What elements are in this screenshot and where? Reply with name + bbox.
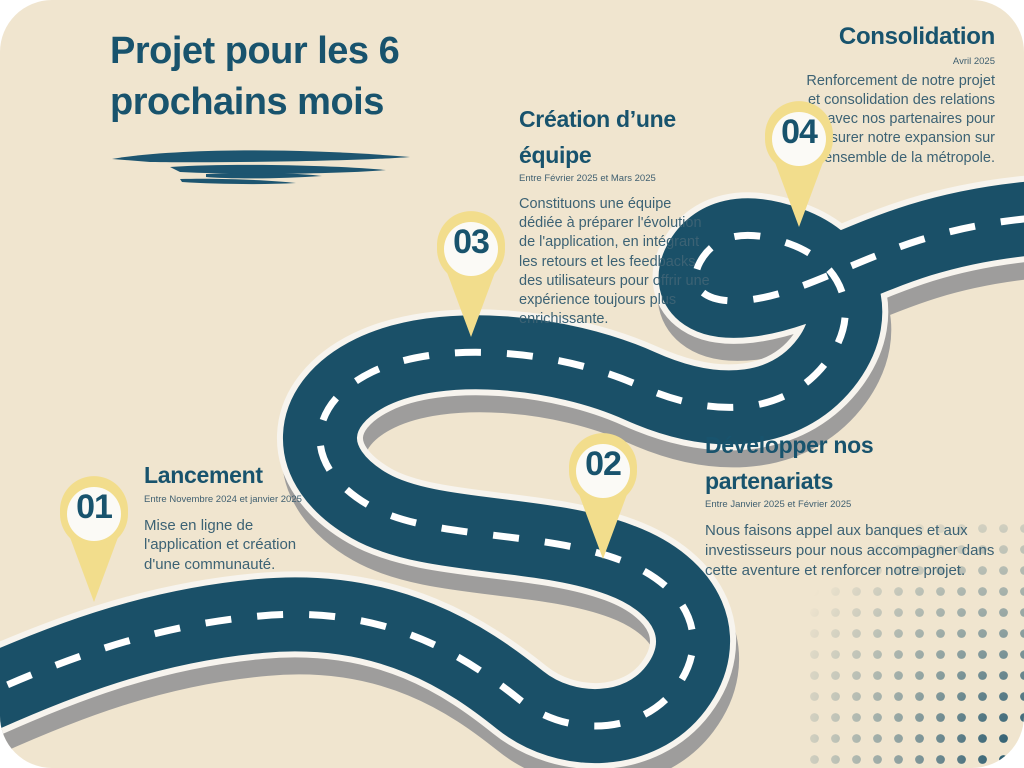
brush-underline-icon (112, 150, 410, 184)
page-title-block: Projet pour les 6 prochains mois (110, 26, 490, 192)
milestone-text-01: Lancement Entre Novembre 2024 et janvier… (144, 458, 324, 575)
milestone-text-04: Consolidation Avril 2025 Renforcement de… (795, 18, 995, 168)
milestone-date-04: Avril 2025 (952, 56, 995, 68)
milestone-text-03: Création d’une équipe Entre Février 2025… (519, 102, 714, 329)
milestone-body-02: Nous faisons appel aux banques et aux in… (705, 522, 995, 579)
milestone-date-01: Entre Novembre 2024 et janvier 2025 (144, 493, 302, 505)
page-title: Projet pour les 6 prochains mois (110, 26, 490, 129)
milestone-date-03: Entre Février 2025 et Mars 2025 (519, 173, 656, 185)
page-title-line-2: prochains mois (110, 81, 384, 124)
milestone-title-01: Lancement (144, 462, 263, 488)
map-pin-04[interactable]: 04 (753, 95, 845, 230)
map-pin-03[interactable]: 03 (425, 205, 517, 340)
milestone-title-04: Consolidation (838, 23, 995, 50)
milestone-title-02: Développer nos partenariats (705, 432, 874, 494)
milestone-date-02: Entre Janvier 2025 et Février 2025 (705, 499, 852, 511)
milestone-title-03: Création d’une équipe (519, 106, 676, 168)
milestone-body-04: Renforcement de notre projet et consolid… (806, 73, 995, 166)
milestone-text-02: Développer nos partenariats Entre Janvie… (705, 428, 1000, 581)
map-pin-02[interactable]: 02 (557, 427, 649, 562)
page-title-line-1: Projet pour les 6 (110, 30, 400, 72)
milestone-body-01: Mise en ligne de l'application et créati… (144, 516, 297, 574)
milestone-body-03: Constituons une équipe dédiée à préparer… (519, 196, 710, 327)
map-pin-01[interactable]: 01 (48, 470, 140, 605)
